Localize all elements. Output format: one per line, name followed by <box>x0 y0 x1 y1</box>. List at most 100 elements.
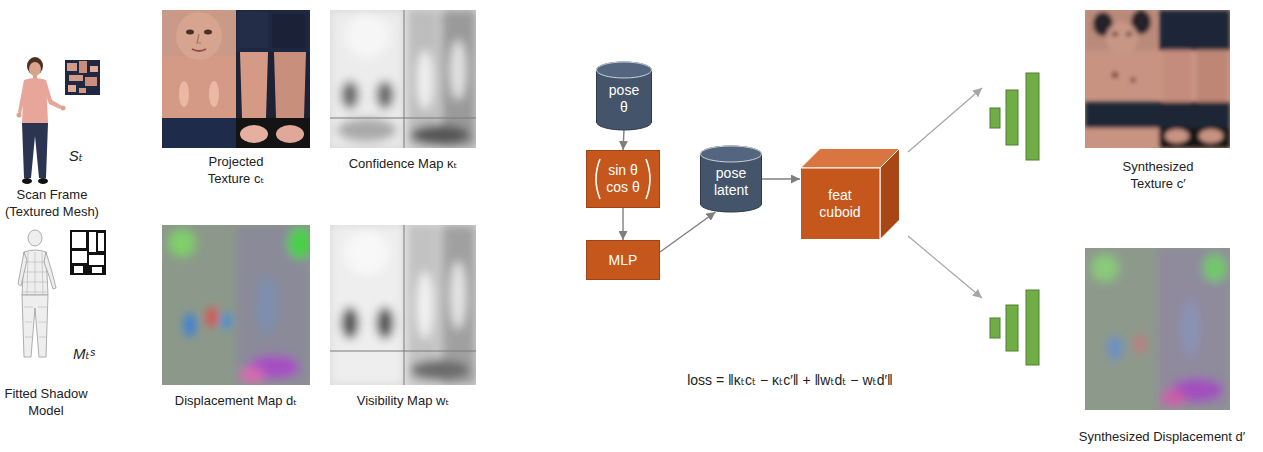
mask-thumbnail-part <box>74 266 83 273</box>
projected-texture-image-part <box>276 125 304 143</box>
texture-thumbnail-part <box>85 77 97 86</box>
confidence-map-image-part <box>330 10 476 148</box>
synthesized-texture-image-part-part <box>1126 32 1132 36</box>
visibility-map-image-part-part <box>345 231 389 275</box>
visibility-map-image-part-part <box>410 360 470 380</box>
projected-texture-image-part <box>162 10 310 148</box>
projected-texture-image-part <box>240 52 268 118</box>
scan-figure-part <box>22 178 32 184</box>
mask-thumbnail <box>70 230 106 275</box>
scan-figure-part <box>38 178 48 184</box>
synthesized-texture-image-part-part <box>1131 78 1136 83</box>
projected-texture-image-part <box>186 30 194 35</box>
caption-label: Sₜ <box>61 147 91 164</box>
projected-texture-image-part <box>204 30 212 35</box>
shadow-model-figure-part <box>44 252 56 289</box>
feature-cuboid: feat cuboid <box>800 148 900 240</box>
visibility-map-image-part-part <box>341 307 359 339</box>
synthesized-displacement-image <box>1085 248 1230 410</box>
synthesized-displacement-image-part-part <box>1161 390 1185 406</box>
texture-thumbnail-part <box>79 88 86 93</box>
projected-texture-image-part <box>179 81 189 107</box>
cylinder-body <box>597 62 652 130</box>
synthesized-texture-image-part <box>1085 10 1230 148</box>
synthesized-displacement-image-part-part <box>1180 298 1200 358</box>
mask-thumbnail-part <box>89 255 104 265</box>
synthesized-texture-image-part-part <box>1085 128 1159 148</box>
synthesized-texture-image-part-part <box>1159 128 1230 148</box>
texture-thumbnail-part <box>65 60 100 95</box>
displacement-map-image-part-part <box>257 275 277 335</box>
visibility-map-image <box>330 225 476 385</box>
scan-figure-part <box>22 123 48 178</box>
synthesized-displacement-image-part <box>1085 248 1230 410</box>
visibility-map-image-part <box>330 225 476 385</box>
decoder-top-part <box>1006 90 1018 145</box>
box-fill <box>587 151 660 208</box>
decoder-bottom-part <box>1006 305 1018 351</box>
confidence-map-image-part <box>330 10 476 148</box>
scan-figure-part <box>27 57 43 75</box>
texture-thumbnail-part <box>90 66 98 72</box>
cylinder-top <box>701 146 762 162</box>
displacement-map-image-part <box>168 225 312 385</box>
synthesized-displacement-image-part-part <box>1157 248 1230 410</box>
caption-label: Synthesized Texture c′ <box>1108 158 1208 192</box>
confidence-map-image-part-part <box>410 125 470 145</box>
scan-figure-part <box>17 113 22 118</box>
synthesized-texture-image-part-part <box>1112 72 1118 78</box>
caption-label: Scan Frame (Textured Mesh) <box>2 186 102 220</box>
projected-texture-image <box>162 10 310 148</box>
synthesized-texture-image-part-part <box>1165 129 1189 143</box>
scan-figure-part <box>22 78 48 123</box>
displacement-map-image-part-part <box>206 307 218 327</box>
synthesized-texture-image-part-part <box>1112 32 1118 36</box>
caption-label: Displacement Map dₜ <box>151 392 321 409</box>
caption-label: Visibility Map wₜ <box>318 392 488 409</box>
synthesized-displacement-image-part-part <box>1203 254 1227 282</box>
synthesized-texture-image-part-part <box>1106 22 1138 54</box>
synthesized-texture-image-part-part <box>1163 50 1191 105</box>
mask-thumbnail-part <box>72 232 86 248</box>
synthesized-texture-image-part-part <box>1159 10 1230 50</box>
decoder-bottom-part <box>990 318 1000 338</box>
texture-thumbnail-part <box>79 61 87 73</box>
cube-side <box>880 149 900 240</box>
decoder-bottom <box>990 290 1039 365</box>
connector-arrow <box>622 208 623 240</box>
cube-front <box>801 168 881 240</box>
displacement-map-image-part-part <box>288 227 312 259</box>
projected-texture-image-part <box>240 125 268 143</box>
scan-figure-part <box>44 80 62 109</box>
pose-cylinder: pose θ <box>596 62 652 130</box>
texture-thumbnail-part <box>69 75 83 81</box>
displacement-map-image <box>162 225 312 385</box>
confidence-map-image <box>330 10 476 148</box>
confidence-map-image-part-part <box>417 50 433 110</box>
projected-texture-image-part <box>238 12 268 48</box>
displacement-map-image-part-part <box>221 312 231 330</box>
node-text: sin θ cos θ <box>602 162 644 196</box>
scan-figure-part <box>29 62 41 76</box>
confidence-map-image-part-part <box>341 81 359 109</box>
caption-label: loss = ‖κₜcₜ − κₜc′‖ + ‖wₜdₜ − wₜd′‖ <box>625 372 955 389</box>
displacement-map-image-part-part <box>184 313 196 337</box>
synthesized-texture-image-part-part <box>1085 102 1230 128</box>
scan-figure-part <box>18 80 27 114</box>
scan-figure-part <box>61 106 66 111</box>
mlp-box: MLP <box>586 240 660 280</box>
visibility-map-image-part-part <box>450 261 466 329</box>
visibility-map-image-part-part <box>417 271 433 339</box>
node-text: pose θ <box>604 82 644 116</box>
confidence-map-image-part-part <box>337 118 397 142</box>
decoder-bottom-part <box>1026 290 1039 365</box>
scan-figure <box>17 57 66 184</box>
projected-texture-image-part <box>236 10 310 52</box>
decoder-arrow <box>908 236 982 298</box>
decoder-top-part <box>1026 73 1039 160</box>
connector-arrow <box>623 130 624 150</box>
projected-texture-image-part <box>162 118 236 148</box>
mask-thumbnail-part <box>72 251 87 263</box>
